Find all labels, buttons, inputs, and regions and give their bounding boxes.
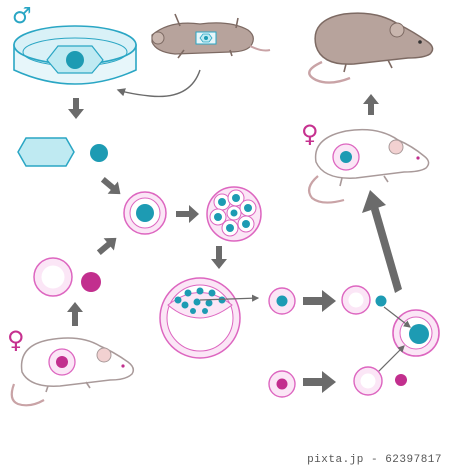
pointer-arrow-1 (199, 294, 260, 302)
empty-oocyte-icon-2 (353, 366, 383, 396)
female-symbol-icon-2: ♀ (7, 326, 25, 354)
watermark-text: pixta.jp - 62397817 (307, 454, 442, 466)
derived-cell-icon (268, 287, 296, 315)
donor-mouse-lying-icon (151, 13, 271, 59)
es-nucleus (90, 144, 108, 162)
oocyte-magenta-cell (268, 370, 296, 398)
morula-embryo-icon (206, 186, 262, 242)
donor-nucleus-small (375, 295, 387, 307)
arrow-right-2 (303, 290, 336, 312)
magenta-nucleus-small (395, 374, 407, 386)
arrow-up-1 (67, 302, 83, 326)
arrow-diagonal-1 (100, 176, 121, 195)
female-mouse-donor-icon (10, 337, 135, 407)
fused-cell-icon (392, 309, 440, 357)
female-nucleus (81, 272, 101, 292)
arrow-right-1 (176, 205, 199, 223)
arrow-up-big (362, 190, 402, 293)
blastocyst-icon (159, 277, 241, 359)
arrow-down-1 (68, 98, 84, 119)
male-symbol-icon: ♂ (12, 4, 32, 29)
surrogate-mouse-icon (307, 128, 430, 204)
arrow-right-3 (303, 371, 336, 393)
petri-dish-icon (13, 25, 137, 85)
cloned-mouse-icon (308, 12, 434, 84)
female-symbol-icon: ♀ (301, 120, 319, 148)
curved-arrow (116, 69, 201, 98)
female-oocyte-icon (33, 257, 73, 297)
arrow-down-2 (211, 246, 227, 269)
empty-oocyte-icon (341, 285, 371, 315)
reconstructed-oocyte-icon (123, 191, 167, 235)
es-cell-hexagon (17, 137, 75, 167)
watermark-bar: pixta.jp - 62397817 (0, 453, 450, 469)
arrow-up-2 (363, 94, 379, 115)
arrow-diagonal-2 (96, 237, 117, 256)
pointer-arrow-2 (383, 306, 411, 328)
